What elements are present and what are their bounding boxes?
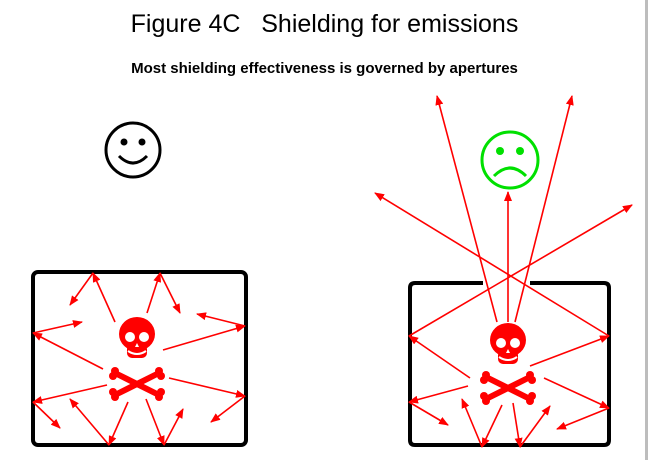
scrollbar-edge [645, 0, 648, 460]
emission-rays-escaping [374, 95, 633, 448]
figure-title: Figure 4C Shielding for emissions [130, 10, 519, 38]
sealed-enclosure [31, 270, 248, 447]
sad-face-icon [480, 130, 540, 190]
happy-face-icon [104, 121, 162, 179]
crossbones-icon [480, 371, 536, 405]
emission-rays-contained [32, 272, 246, 446]
enclosure-with-aperture [408, 281, 611, 447]
figure-subtitle: Most shielding effectiveness is governed… [131, 60, 518, 77]
skull-icon [118, 316, 156, 359]
skull-icon [489, 322, 527, 365]
crossbones-icon [109, 367, 165, 401]
